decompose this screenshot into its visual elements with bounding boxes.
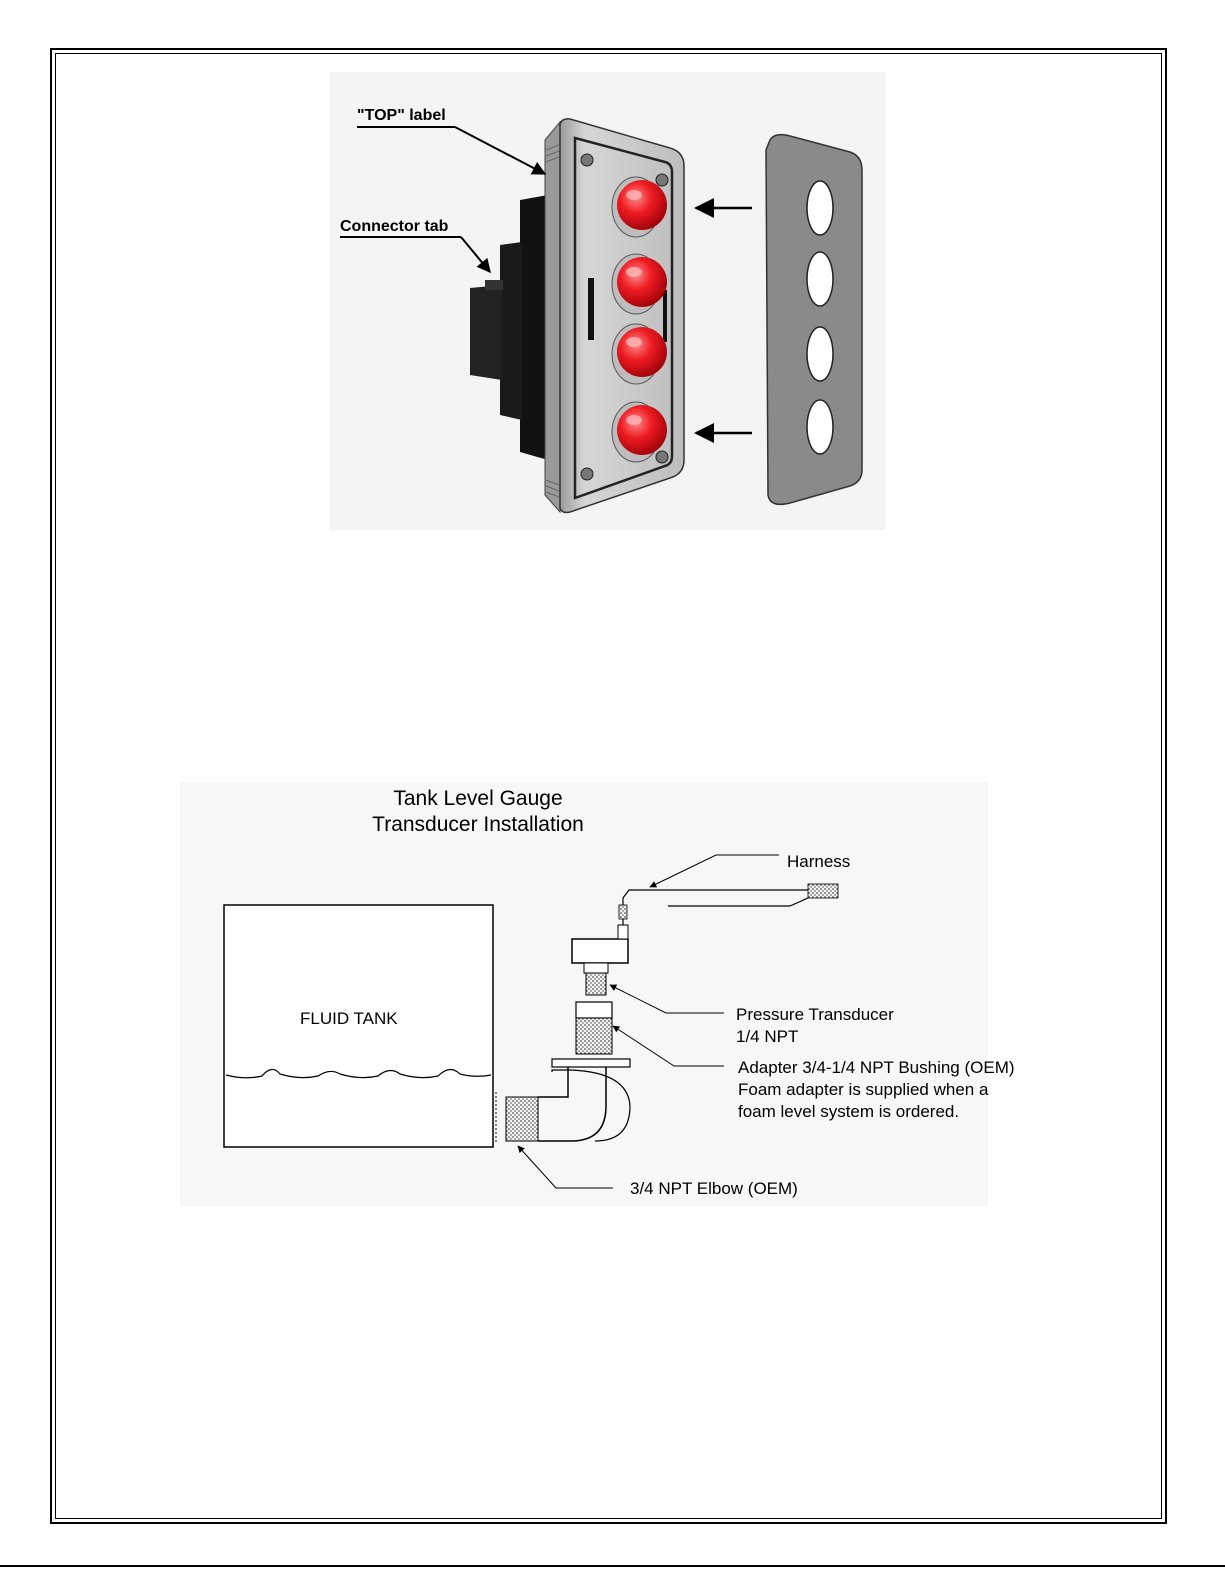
bezel-slot-left xyxy=(588,278,594,340)
bezel-slot-right xyxy=(663,290,667,342)
diagram-title-line2: Transducer Installation xyxy=(372,813,584,836)
adapter-label: Adapter 3/4-1/4 NPT Bushing (OEM) xyxy=(738,1058,1015,1077)
adapter-note-line1: Foam adapter is supplied when a xyxy=(738,1080,989,1099)
elbow-label: 3/4 NPT Elbow (OEM) xyxy=(630,1179,798,1198)
harness-label: Harness xyxy=(787,852,850,871)
adapter-note-line2: foam level system is ordered. xyxy=(738,1102,959,1121)
top-label-text: "TOP" label xyxy=(357,107,446,124)
pressure-transducer-label: Pressure Transducer xyxy=(736,1005,894,1024)
fluid-tank-label: FLUID TANK xyxy=(300,1009,398,1028)
diagram-title-line1: Tank Level Gauge xyxy=(393,787,562,810)
adapter-bushing xyxy=(576,1002,612,1054)
bezel-side xyxy=(545,122,560,512)
connector-tab-label: Connector tab xyxy=(340,218,449,235)
pressure-transducer-size: 1/4 NPT xyxy=(736,1027,798,1046)
